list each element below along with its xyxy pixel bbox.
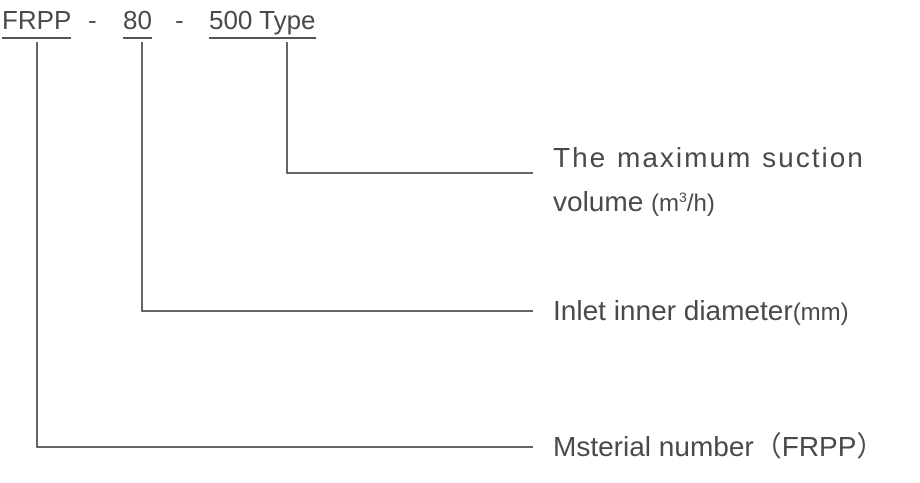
suction-unit-open: (m <box>651 190 680 217</box>
code-material: FRPP <box>2 4 72 39</box>
suction-unit-sup: 3 <box>679 189 687 205</box>
code-material-text: FRPP <box>2 5 72 35</box>
code-separator-1: - <box>88 5 97 35</box>
code-suction: 500 Type <box>209 4 316 39</box>
inlet-unit: (mm) <box>792 299 849 326</box>
connector-suction <box>286 42 533 174</box>
suction-label-line1: The maximum suction <box>553 142 865 173</box>
code-diameter-text: 80 <box>123 5 152 35</box>
inlet-label: Inlet inner diameter(mm) <box>553 294 849 330</box>
suction-unit: (m3/h) <box>651 189 715 217</box>
code-separator-2: - <box>175 5 184 35</box>
code-suction-text: 500 Type <box>209 5 316 35</box>
inlet-label-text: Inlet inner diameter <box>553 295 793 326</box>
material-unit: （FRPP） <box>753 431 885 462</box>
suction-unit-close: /h) <box>686 190 715 217</box>
connector-material <box>36 42 533 448</box>
material-label-text: Msterial number <box>553 431 754 462</box>
material-label: Msterial number（FRPP） <box>553 430 884 464</box>
connector-inlet <box>141 42 533 312</box>
suction-label-line2: volume (m3/h) <box>553 180 715 221</box>
suction-label-text: volume <box>553 186 644 217</box>
code-diameter: 80 <box>123 4 152 39</box>
